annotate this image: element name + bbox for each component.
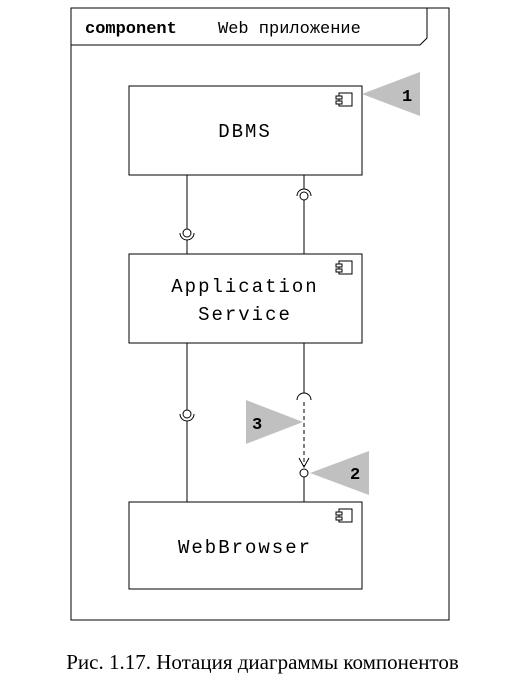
diagram-frame xyxy=(70,7,450,621)
connector-dbms-app-left xyxy=(179,175,195,254)
connector-app-browser-left xyxy=(179,343,195,502)
provided-interface-lollipop xyxy=(182,409,192,419)
component-app-service-line1: Application xyxy=(171,276,318,298)
required-interface-socket xyxy=(296,188,312,197)
figure-caption: Рис. 1.17. Нотация диаграммы компонентов xyxy=(66,650,459,674)
callout-3-label: 3 xyxy=(252,416,262,435)
frame-name-tab xyxy=(71,8,428,46)
component-icon xyxy=(335,260,353,275)
callout-2-label: 2 xyxy=(350,466,360,485)
connector-app-browser-right xyxy=(296,343,312,502)
provided-interface-lollipop xyxy=(299,191,309,201)
component-diagram: component Web приложение DBMS Applicatio… xyxy=(70,7,450,621)
callout-3: 3 xyxy=(246,400,303,444)
frame-keyword: component xyxy=(85,20,177,39)
component-webbrowser: WebBrowser xyxy=(128,501,363,590)
component-application-service: Application Service xyxy=(128,253,363,344)
dependency-arrowhead xyxy=(298,457,310,469)
component-dbms-label: DBMS xyxy=(218,121,272,143)
provided-interface-lollipop xyxy=(299,468,309,478)
component-dbms: DBMS xyxy=(128,85,363,176)
component-app-service-line2: Service xyxy=(198,304,292,326)
provided-interface-lollipop xyxy=(182,228,192,238)
component-icon xyxy=(335,92,353,107)
callout-1: 1 xyxy=(362,72,420,116)
callout-2: 2 xyxy=(310,451,369,495)
connector-dbms-app-right xyxy=(296,175,312,254)
component-icon xyxy=(335,508,353,523)
required-interface-socket xyxy=(296,392,312,401)
frame-title: Web приложение xyxy=(218,20,361,39)
component-webbrowser-label: WebBrowser xyxy=(178,537,312,559)
callout-1-label: 1 xyxy=(402,88,412,107)
